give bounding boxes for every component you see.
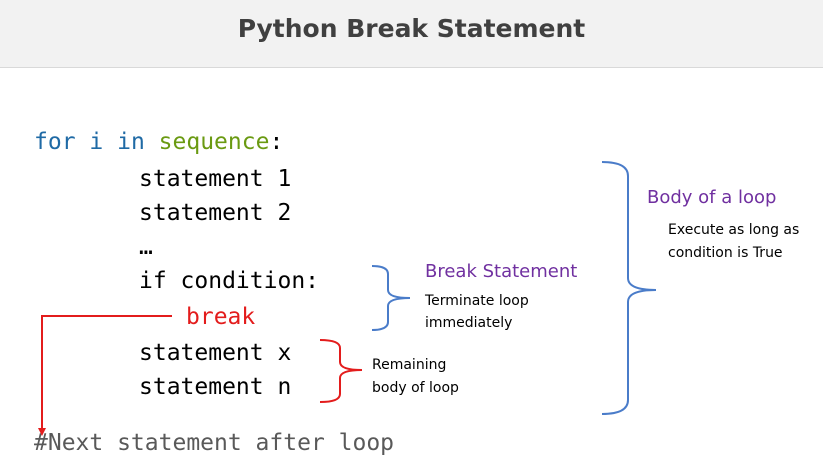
statement-1: statement 1 [139, 166, 292, 192]
body-of-loop-brace [601, 161, 657, 415]
remaining-body-desc-2: body of loop [372, 380, 459, 396]
body-of-loop-desc-2: condition is True [668, 245, 783, 261]
ellipsis-line: … [139, 234, 153, 260]
sequence-name: sequence [158, 129, 270, 155]
remaining-body-brace [319, 339, 363, 403]
loop-variable: i [75, 129, 118, 155]
for-line: for i in sequence: [34, 127, 283, 157]
statement-2: statement 2 [139, 200, 292, 226]
statement-n: statement n [139, 374, 292, 400]
break-statement-desc-2: immediately [425, 315, 513, 331]
break-statement-brace [371, 265, 411, 331]
break-keyword: break [186, 304, 256, 330]
next-statement-line: #Next statement after loop [34, 430, 395, 456]
if-condition-line: if condition: [139, 268, 320, 294]
break-arrow [38, 315, 172, 436]
body-of-loop-title: Body of a loop [647, 187, 777, 208]
break-statement-title: Break Statement [425, 261, 578, 282]
remaining-body-desc-1: Remaining [372, 357, 447, 373]
statement-x: statement x [139, 340, 292, 366]
title-bar: Python Break Statement [0, 0, 823, 68]
for-colon: : [269, 129, 284, 155]
in-keyword: in [117, 129, 145, 155]
break-statement-desc-1: Terminate loop [425, 293, 529, 309]
for-keyword: for [34, 129, 76, 155]
body-of-loop-desc-1: Execute as long as [668, 222, 800, 238]
diagram-title: Python Break Statement [237, 14, 586, 43]
